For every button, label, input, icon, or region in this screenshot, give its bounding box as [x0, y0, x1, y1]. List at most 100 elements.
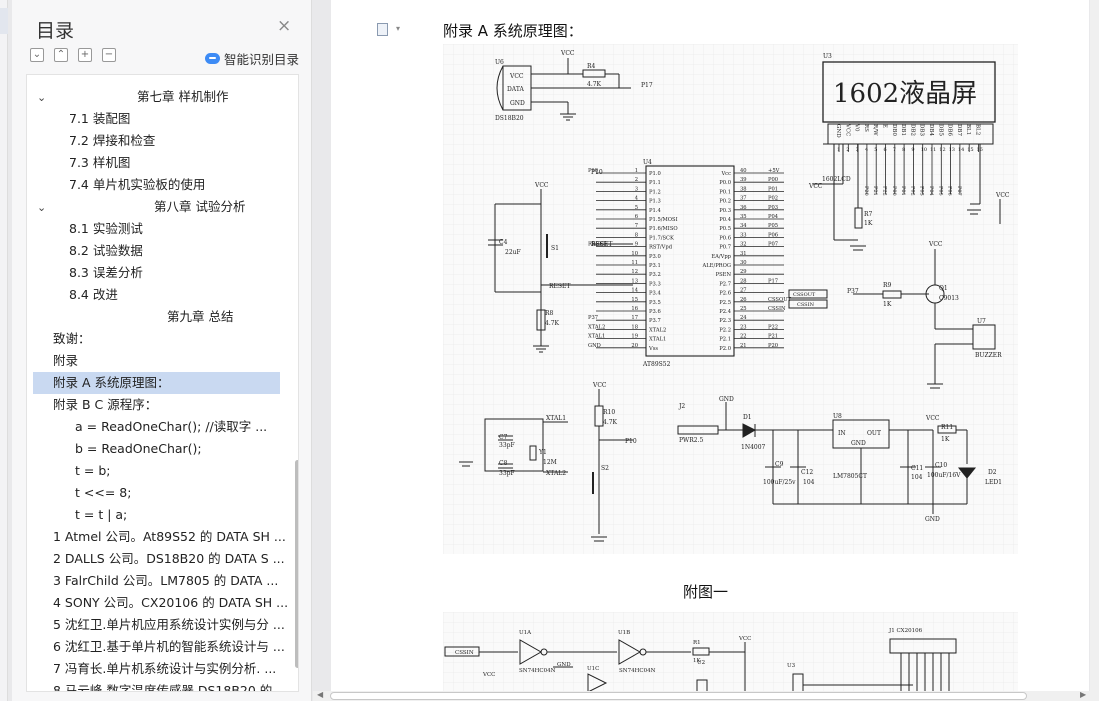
mcu-pin-label: Vss [648, 346, 658, 352]
label-lcd: 1602LCD [822, 176, 851, 183]
mcu-pin-number: 9 [635, 242, 638, 248]
toc-item[interactable]: a = ReadOneChar(); //读取字 ... [75, 419, 268, 434]
toc-item[interactable]: b = ReadOneChar(); [75, 441, 202, 456]
mcu-pin-number: 37 [740, 196, 747, 202]
label-cssin: CSSIN [455, 650, 474, 656]
label-vcc: VCC [928, 241, 943, 248]
toc-item[interactable]: 2 DALLS 公司。DS18B20 的 DATA S ... [53, 551, 285, 566]
toc-scrollbar[interactable] [295, 460, 298, 668]
toc-item[interactable]: 6 沈红卫.基于单片机的智能系统设计与 ... [53, 639, 285, 654]
ai-detect-toc-button[interactable]: 智能识别目录 [205, 49, 299, 68]
lcd-pin-number: 8 [902, 147, 905, 153]
toc-item[interactable]: 5 沈红卫.单片机应用系统设计实例与分 ... [53, 617, 285, 632]
toc-item[interactable]: 8.1 实验测试 [69, 221, 143, 236]
lcd-pin-number: 16 [977, 147, 983, 153]
toc-item[interactable]: 致谢： [53, 331, 91, 346]
mcu-pin-label: P0.6 [719, 235, 731, 241]
mcu-pin-label: P2.0 [719, 346, 731, 352]
toc-item-selected[interactable]: 附录 A 系统原理图： [33, 372, 280, 394]
toc-item[interactable]: 8.2 试验数据 [69, 243, 143, 258]
toc-item[interactable]: 第七章 样机制作 [137, 89, 229, 104]
toc-item[interactable]: 1 Atmel 公司。At89S52 的 DATA SH ... [53, 529, 286, 544]
label-u3: U3 [823, 53, 832, 60]
label-u8: U8 [833, 413, 842, 420]
label-y1-value: 12M [543, 459, 557, 466]
transducer [696, 679, 708, 692]
ai-icon [205, 53, 220, 64]
remove-heading-icon[interactable]: − [102, 48, 116, 62]
scroll-left-icon[interactable]: ◀ [317, 690, 324, 699]
schematic-figure: P1.01P10P1.12P1.23P1.34P1.45P1.5/MOSI6P1… [443, 44, 1018, 554]
mcu-pin-label: P0.0 [719, 180, 731, 186]
mcu-net-label: P37 [588, 315, 598, 321]
label-s2: S2 [601, 465, 609, 472]
mcu-body [645, 165, 735, 357]
mcu-pin-label: P2.3 [719, 318, 731, 324]
lcd-pin-number: 3 [856, 147, 859, 153]
mcu-net-label: P02 [768, 196, 778, 202]
label-r8-value: 4.7K [545, 320, 560, 327]
lcd-pin-label: DB5 [937, 124, 943, 136]
led-d2 [957, 467, 977, 479]
figure-caption: 附图一 [683, 583, 729, 601]
label-cssout: CSSOUT [793, 292, 816, 298]
mcu-pin-label: P1.2 [649, 189, 661, 195]
toc-item[interactable]: 7 冯育长.单片机系统设计与实例分析. ... [53, 661, 277, 676]
toc-item[interactable]: 7.1 装配图 [69, 111, 131, 126]
mcu-pin-number: 30 [740, 260, 747, 266]
toc-item[interactable]: 3 FalrChild 公司。LM7805 的 DATA ... [53, 573, 279, 588]
toc-item[interactable]: 附录 [53, 353, 79, 368]
mcu-pin-number: 1 [635, 168, 638, 174]
label-c4-value: 22uF [505, 249, 521, 256]
label-gnd: GND [851, 440, 866, 447]
toc-item[interactable]: 7.3 样机图 [69, 155, 131, 170]
mcu-pin-label: Vcc [720, 171, 731, 177]
crystal-frame [484, 418, 544, 472]
toc-item[interactable]: t = t | a; [75, 507, 128, 522]
toc-item[interactable]: 7.2 焊接和检查 [69, 133, 156, 148]
mcu-pin-number: 7 [635, 223, 638, 229]
label-r1: R1 [693, 640, 701, 646]
mcu-pin-number: 29 [740, 269, 747, 275]
strip-active-tab[interactable] [0, 8, 8, 34]
toc-item[interactable]: 8.4 改进 [69, 287, 118, 302]
toc-item[interactable]: 7.4 单片机实验板的使用 [69, 177, 206, 192]
mcu-pin-label: P3.7 [649, 318, 661, 324]
toc-item[interactable]: 附录 B C 源程序： [53, 397, 158, 412]
mcu-net-label: P04 [768, 214, 779, 220]
toc-item[interactable]: 第九章 总结 [167, 309, 234, 324]
paragraph-menu-icon[interactable] [377, 23, 388, 36]
chevron-down-icon[interactable]: ⌄ [37, 201, 47, 214]
mcu-pin-label: P1.1 [649, 180, 661, 186]
lcd-net-label: P20 [863, 186, 869, 196]
mcu-pin-label: P1.6/MISO [649, 226, 678, 232]
lcd-pin-label: V0 [854, 123, 860, 132]
expand-all-icon[interactable]: ⌄ [30, 48, 44, 62]
mcu-pin-number: 13 [631, 278, 638, 284]
scroll-right-icon[interactable]: ▶ [1080, 690, 1087, 699]
toc-item[interactable]: t = b; [75, 463, 111, 478]
collapse-all-icon[interactable]: ⌃ [54, 48, 68, 62]
lcd-pin-label: DB7 [956, 124, 962, 136]
label-p10: P10 [591, 169, 603, 176]
label-gnd: GND [925, 516, 940, 523]
toc-item[interactable]: t <<= 8; [75, 485, 132, 500]
toc-item[interactable]: 4 SONY 公司。CX20106 的 DATA SH ... [53, 595, 289, 610]
add-heading-icon[interactable]: + [78, 48, 92, 62]
label-q1-value: C9013 [939, 295, 959, 302]
close-icon[interactable]: × [277, 16, 292, 36]
chevron-down-icon[interactable]: ▾ [396, 24, 401, 33]
label-mcu: AT89S52 [642, 361, 671, 368]
chevron-down-icon[interactable]: ⌄ [37, 91, 47, 104]
label-s1: S1 [551, 245, 559, 252]
net-label-box [788, 289, 828, 299]
ai-detect-label: 智能识别目录 [224, 52, 300, 67]
mcu-pin-label: P3.1 [649, 263, 661, 269]
label-c10: C10 [935, 462, 947, 469]
label-r4-value: 4.7K [587, 81, 602, 88]
toc-item[interactable]: 第八章 试验分析 [154, 199, 246, 214]
toc-item[interactable]: 8 马云峰.数字温度传感器 DS18B20 的 ... [53, 683, 289, 692]
horizontal-scroll-thumb[interactable] [330, 692, 1027, 700]
toc-item[interactable]: 8.3 误差分析 [69, 265, 143, 280]
document-vertical-scrollbar[interactable] [1090, 0, 1099, 691]
